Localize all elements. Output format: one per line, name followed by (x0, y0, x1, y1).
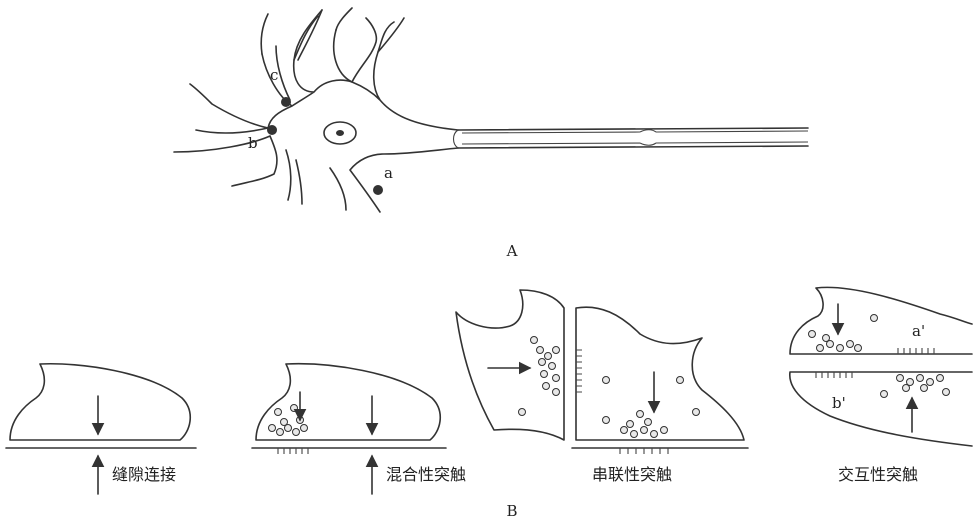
dendrite-upper-right (336, 8, 394, 82)
reciprocal-synapse-receptors-upper (898, 348, 934, 354)
gap-junction-terminal (10, 364, 190, 440)
reciprocal-synapse-receptors-lower (816, 372, 852, 378)
serial-synapse: 串联性突触 (456, 290, 748, 484)
synapse-label-b: b (248, 134, 258, 152)
serial-synapse-first-terminal (456, 290, 564, 440)
reciprocal-synapse-mark-b: b' (832, 394, 846, 412)
mixed-synapse-terminal (256, 364, 440, 440)
neuron-soma-outline (174, 10, 458, 212)
reciprocal-synapse-label: 交互性突触 (838, 465, 918, 484)
mixed-synapse-label: 混合性突触 (386, 465, 466, 484)
serial-synapse-receptors-bottom (620, 448, 668, 454)
synapse-b-knob (267, 125, 277, 135)
mixed-synapse-receptors (278, 448, 308, 454)
synapse-c-knob (281, 97, 291, 107)
panel-b-caption: B (506, 502, 517, 520)
synapse-a-knob (373, 185, 383, 195)
reciprocal-synapse-mark-a: a' (912, 322, 925, 340)
myelin-sheath (454, 130, 809, 148)
synapse-label-c: c (270, 66, 278, 84)
reciprocal-synapse-vesicles-upper (809, 315, 878, 352)
serial-synapse-label: 串联性突触 (592, 465, 672, 484)
synapse-label-a: a (384, 164, 393, 182)
nucleolus (336, 130, 344, 136)
reciprocal-synapse-lower-terminal (790, 372, 972, 446)
reciprocal-synapse: a' b' 交互性突触 (790, 287, 972, 484)
dendrite-upper-left (261, 10, 322, 100)
reciprocal-synapse-vesicles-lower (881, 375, 950, 398)
mixed-synapse-vesicles (269, 405, 308, 436)
neuron-diagram: c b a A (174, 8, 808, 260)
gap-junction-label: 缝隙连接 (112, 465, 176, 484)
serial-synapse-second-terminal (576, 307, 744, 440)
serial-synapse-vesicles-first (519, 337, 560, 416)
serial-synapse-receptors-mid (576, 350, 582, 392)
mixed-synapse: 混合性突触 (252, 364, 466, 494)
serial-synapse-vesicles-second (603, 377, 700, 438)
panel-a-caption: A (506, 242, 518, 260)
gap-junction-synapse: 缝隙连接 (6, 364, 196, 494)
reciprocal-synapse-upper-terminal (790, 287, 972, 354)
